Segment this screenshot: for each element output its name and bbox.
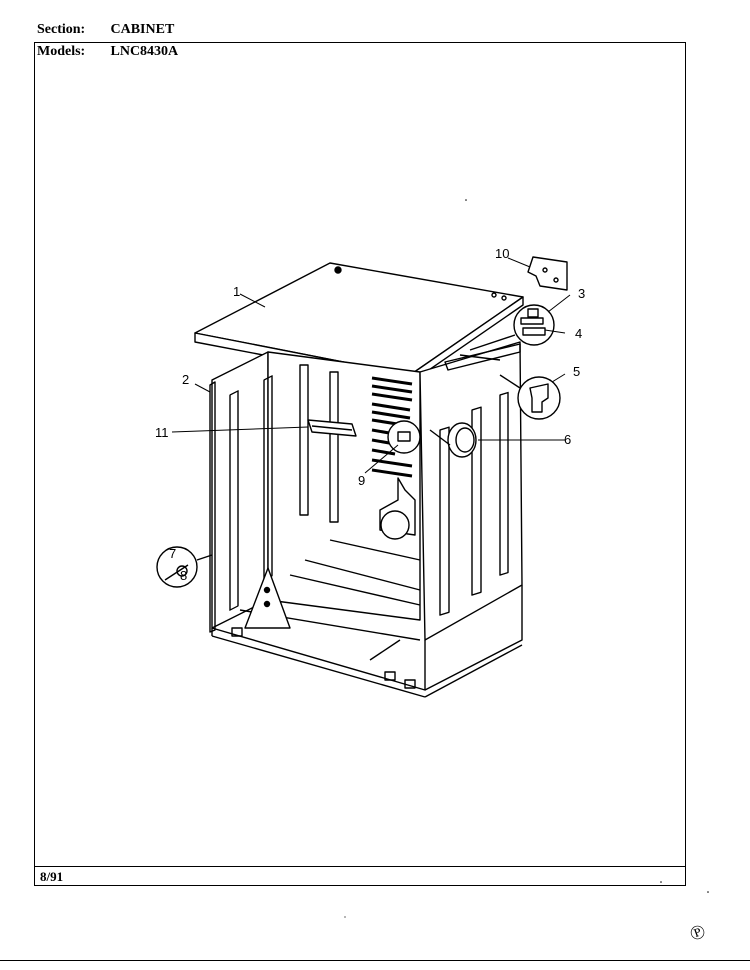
leader-lines <box>171 257 571 474</box>
revision-date: 8/91 <box>40 869 64 884</box>
callout-labels: 1 2 3 4 5 6 7 8 9 10 11 <box>155 246 585 583</box>
models-value: LNC8430A <box>110 44 179 59</box>
models-label: Models: <box>37 44 86 59</box>
bracket-part-10 <box>527 256 568 291</box>
bracket-part-11 <box>307 419 357 437</box>
page-frame <box>34 42 686 886</box>
callout-5: 5 <box>573 364 580 379</box>
detail-part-9 <box>387 420 421 454</box>
section-value: CABINET <box>110 22 175 37</box>
callout-11: 11 <box>155 425 169 440</box>
footer-divider <box>34 866 686 867</box>
callout-2: 2 <box>182 372 189 387</box>
cabinet-body <box>209 341 523 698</box>
section-row: Section: CABINET <box>37 22 174 38</box>
callout-7: 7 <box>169 546 176 561</box>
section-label: Section: <box>37 22 86 37</box>
callout-3: 3 <box>578 286 585 301</box>
callout-4: 4 <box>575 326 582 341</box>
callout-6: 6 <box>564 432 571 447</box>
detail-parts-7-8 <box>156 546 213 588</box>
callout-1: 1 <box>233 284 240 299</box>
detail-parts-3-4 <box>469 304 555 351</box>
models-row: Models: LNC8430A <box>37 44 178 60</box>
callout-8: 8 <box>180 568 187 583</box>
callout-10: 10 <box>495 246 509 261</box>
callout-9: 9 <box>358 473 365 488</box>
bearing-part-6 <box>429 422 477 458</box>
bottom-rule <box>0 960 750 961</box>
clip-part-5 <box>499 374 561 420</box>
